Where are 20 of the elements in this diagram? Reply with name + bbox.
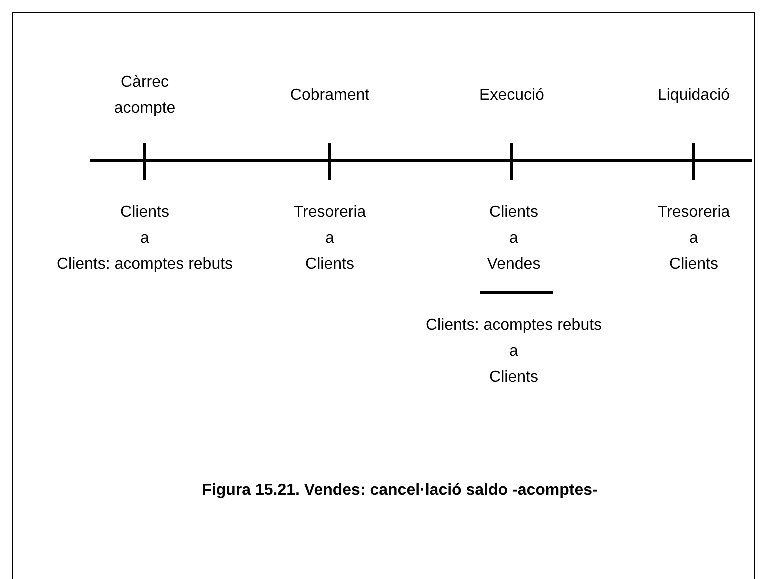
figure-caption: Figura 15.21. Vendes: cancel·lació saldo -acomptes- — [202, 482, 598, 500]
entry-text: Clients: acomptes rebuts — [56, 255, 234, 275]
stage-heading: Execució — [478, 86, 546, 106]
stage-heading: Càrrec acompte — [113, 73, 177, 119]
entry-text: a — [690, 229, 698, 249]
entry-text: Clients — [490, 368, 538, 388]
entry-text: Tresoreria — [658, 203, 730, 223]
stage-heading: Liquidació — [656, 86, 732, 106]
entry-text: Clients — [306, 255, 354, 275]
entry-text: Clients — [490, 203, 538, 223]
entry-text: Clients — [670, 255, 718, 275]
entry-text: Clients: acomptes rebuts — [426, 316, 602, 336]
entry-text: Vendes — [487, 255, 541, 275]
entry-text: a — [140, 229, 150, 249]
entry-text: Clients — [120, 203, 170, 223]
entry-text: a — [510, 229, 518, 249]
entry-text: a — [510, 342, 518, 362]
stage-heading: Cobrament — [289, 86, 371, 106]
entry-text: a — [326, 229, 334, 249]
entry-text: Tresoreria — [294, 203, 366, 223]
